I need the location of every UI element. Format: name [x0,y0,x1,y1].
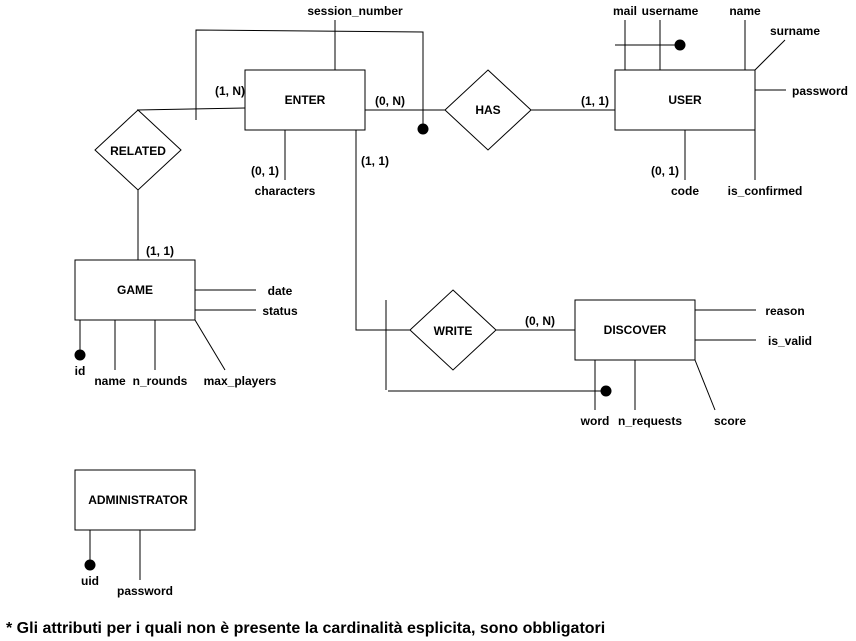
attr-status: status [262,304,298,318]
attr-n-requests: n_requests [618,414,682,428]
entity-discover-label: DISCOVER [604,323,667,337]
relationship-related-label: RELATED [110,144,166,158]
attr-surname: surname [770,24,820,38]
card-game-related: (1, 1) [146,244,174,258]
attr-uid: uid [81,574,99,588]
card-characters: (0, 1) [251,164,279,178]
line-related-enter [136,107,246,111]
attr-mail: mail [613,4,637,18]
attr-user-name: name [729,4,761,18]
identifier-dot-admin [84,559,96,571]
identifier-dot-discover [600,385,612,397]
relationship-has-label: HAS [475,103,500,117]
card-enter-related: (1, N) [215,84,245,98]
relationship-write-label: WRITE [434,324,473,338]
attr-admin-password: password [117,584,173,598]
attr-code: code [671,184,699,198]
attr-username: username [642,4,699,18]
attr-game-name: name [94,374,126,388]
card-code: (0, 1) [651,164,679,178]
attr-n-rounds: n_rounds [133,374,188,388]
card-enter-has: (0, N) [375,94,405,108]
attr-game-id: id [75,364,86,378]
entity-administrator-label: ADMINISTRATOR [88,493,188,507]
entity-user-label: USER [668,93,702,107]
attr-word: word [580,414,610,428]
entity-administrator: ADMINISTRATOR [74,469,196,531]
attr-is-confirmed: is_confirmed [728,184,803,198]
attr-user-password: password [792,84,848,98]
attr-session-number: session_number [307,4,403,18]
attr-date: date [268,284,293,298]
attr-reason: reason [765,304,804,318]
attr-max-players: max_players [204,374,277,388]
entity-user: USER [614,69,756,131]
line-score [694,359,716,411]
entity-game: GAME [74,259,196,321]
entity-discover: DISCOVER [574,299,696,361]
identifier-dot-enter [417,123,429,135]
attr-is-valid: is_valid [768,334,812,348]
entity-game-label: GAME [117,283,153,297]
relationship-has: HAS [444,69,532,151]
footnote: * Gli attributi per i quali non è presen… [6,620,606,637]
attr-score: score [714,414,746,428]
card-discover-write: (0, N) [525,314,555,328]
attr-characters: characters [255,184,316,198]
entity-enter: ENTER [244,69,366,131]
line-surname [754,39,786,71]
relationship-related: RELATED [94,109,182,191]
card-enter-write: (1, 1) [361,154,389,168]
line-max-players [194,319,226,371]
identifier-dot-game [74,349,86,361]
relationship-write: WRITE [409,289,497,371]
entity-enter-label: ENTER [285,93,326,107]
identifier-bracket-enter [195,29,424,129]
card-user-has: (1, 1) [581,94,609,108]
line-enter-write [355,130,410,331]
identifier-dot-user [674,39,686,51]
